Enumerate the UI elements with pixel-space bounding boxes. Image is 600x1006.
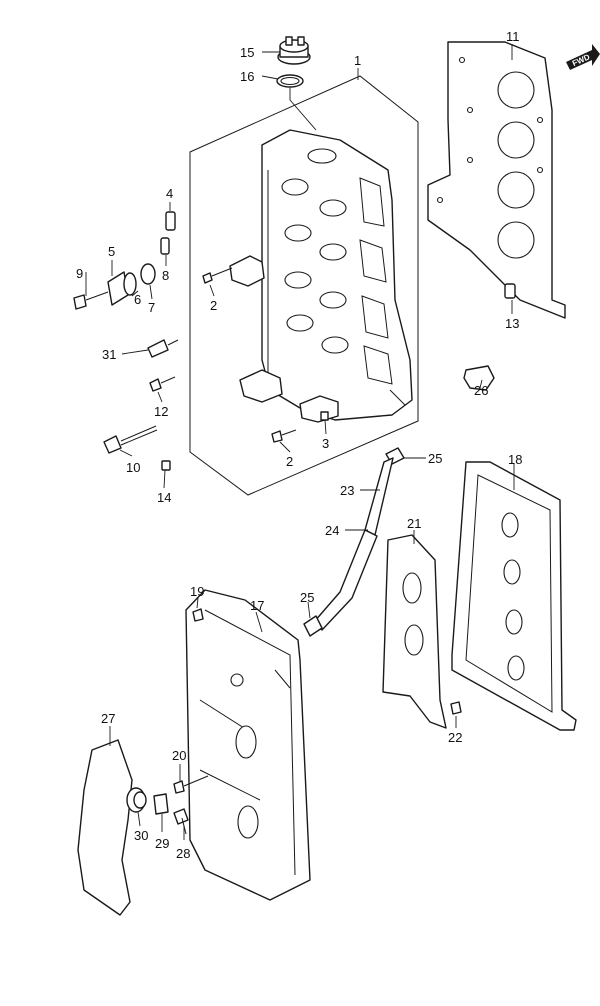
side-cover-27 [77, 739, 133, 916]
callout-24: 24 [325, 523, 339, 538]
oil-filler-cap [277, 36, 311, 65]
pin-3 [320, 411, 329, 421]
callout-21: 21 [407, 516, 421, 531]
sensor-seal-cluster [73, 237, 170, 310]
breather-hose-24 [313, 529, 378, 631]
fwd-label: FWD [571, 52, 592, 68]
callout-25-lower: 25 [300, 590, 314, 605]
sensor-31 [147, 339, 179, 358]
cam-cover-gasket-21 [382, 534, 447, 729]
callout-26: 26 [474, 383, 488, 398]
clamp-26 [463, 365, 495, 391]
bolt-20 [173, 775, 209, 794]
callout-31: 31 [102, 347, 116, 362]
cylinder-head [261, 129, 413, 421]
callout-23: 23 [340, 483, 354, 498]
callout-1: 1 [354, 53, 361, 68]
callout-15: 15 [240, 45, 254, 60]
callout-9: 9 [76, 266, 83, 281]
callout-12: 12 [154, 404, 168, 419]
hose-clamp-25-lower [303, 615, 323, 637]
callout-17: 17 [250, 598, 264, 613]
callout-30: 30 [134, 828, 148, 843]
bolt-19 [192, 608, 204, 622]
callout-2-lower: 2 [286, 454, 293, 469]
camshaft-caps [229, 255, 339, 423]
bolt-22 [450, 701, 462, 715]
bolt-28 [173, 808, 189, 835]
fwd-arrow-badge: FWD [566, 44, 600, 70]
callout-22: 22 [448, 730, 462, 745]
callout-11: 11 [506, 29, 520, 44]
callout-4: 4 [166, 186, 173, 201]
callout-27: 27 [101, 711, 115, 726]
callout-7: 7 [148, 300, 155, 315]
callout-25-upper: 25 [428, 451, 442, 466]
callout-28: 28 [176, 846, 190, 861]
cover-gasket-18 [451, 461, 577, 731]
callout-14: 14 [157, 490, 171, 505]
callout-5: 5 [108, 244, 115, 259]
collar-29 [153, 793, 169, 815]
callout-20: 20 [172, 748, 186, 763]
callout-3: 3 [322, 436, 329, 451]
callout-18: 18 [508, 452, 522, 467]
callout-13: 13 [505, 316, 519, 331]
callout-8: 8 [162, 268, 169, 283]
pipe-23 [364, 457, 394, 536]
grommet-30 [126, 787, 147, 813]
leader-lines [85, 44, 515, 840]
callout-10: 10 [126, 460, 140, 475]
bolt-2-lower [271, 429, 297, 443]
callout-2-upper: 2 [210, 298, 217, 313]
bolt-12 [149, 376, 176, 392]
assembly-frame [189, 75, 419, 496]
cylinder-head-cover [185, 589, 311, 901]
callout-labels: 1 2 2 3 4 5 6 7 8 9 10 11 12 13 14 15 16… [76, 29, 522, 861]
callout-29: 29 [155, 836, 169, 851]
pin-4 [165, 211, 176, 231]
cylinder-head-gasket [427, 41, 566, 319]
plug-14 [161, 460, 171, 471]
callout-16: 16 [240, 69, 254, 84]
bolt-2-upper [202, 267, 233, 284]
callout-6: 6 [134, 292, 141, 307]
dowel-pin-13 [504, 283, 516, 299]
bolt-10 [103, 425, 158, 454]
o-ring-inner [280, 76, 300, 86]
callout-19: 19 [190, 584, 204, 599]
